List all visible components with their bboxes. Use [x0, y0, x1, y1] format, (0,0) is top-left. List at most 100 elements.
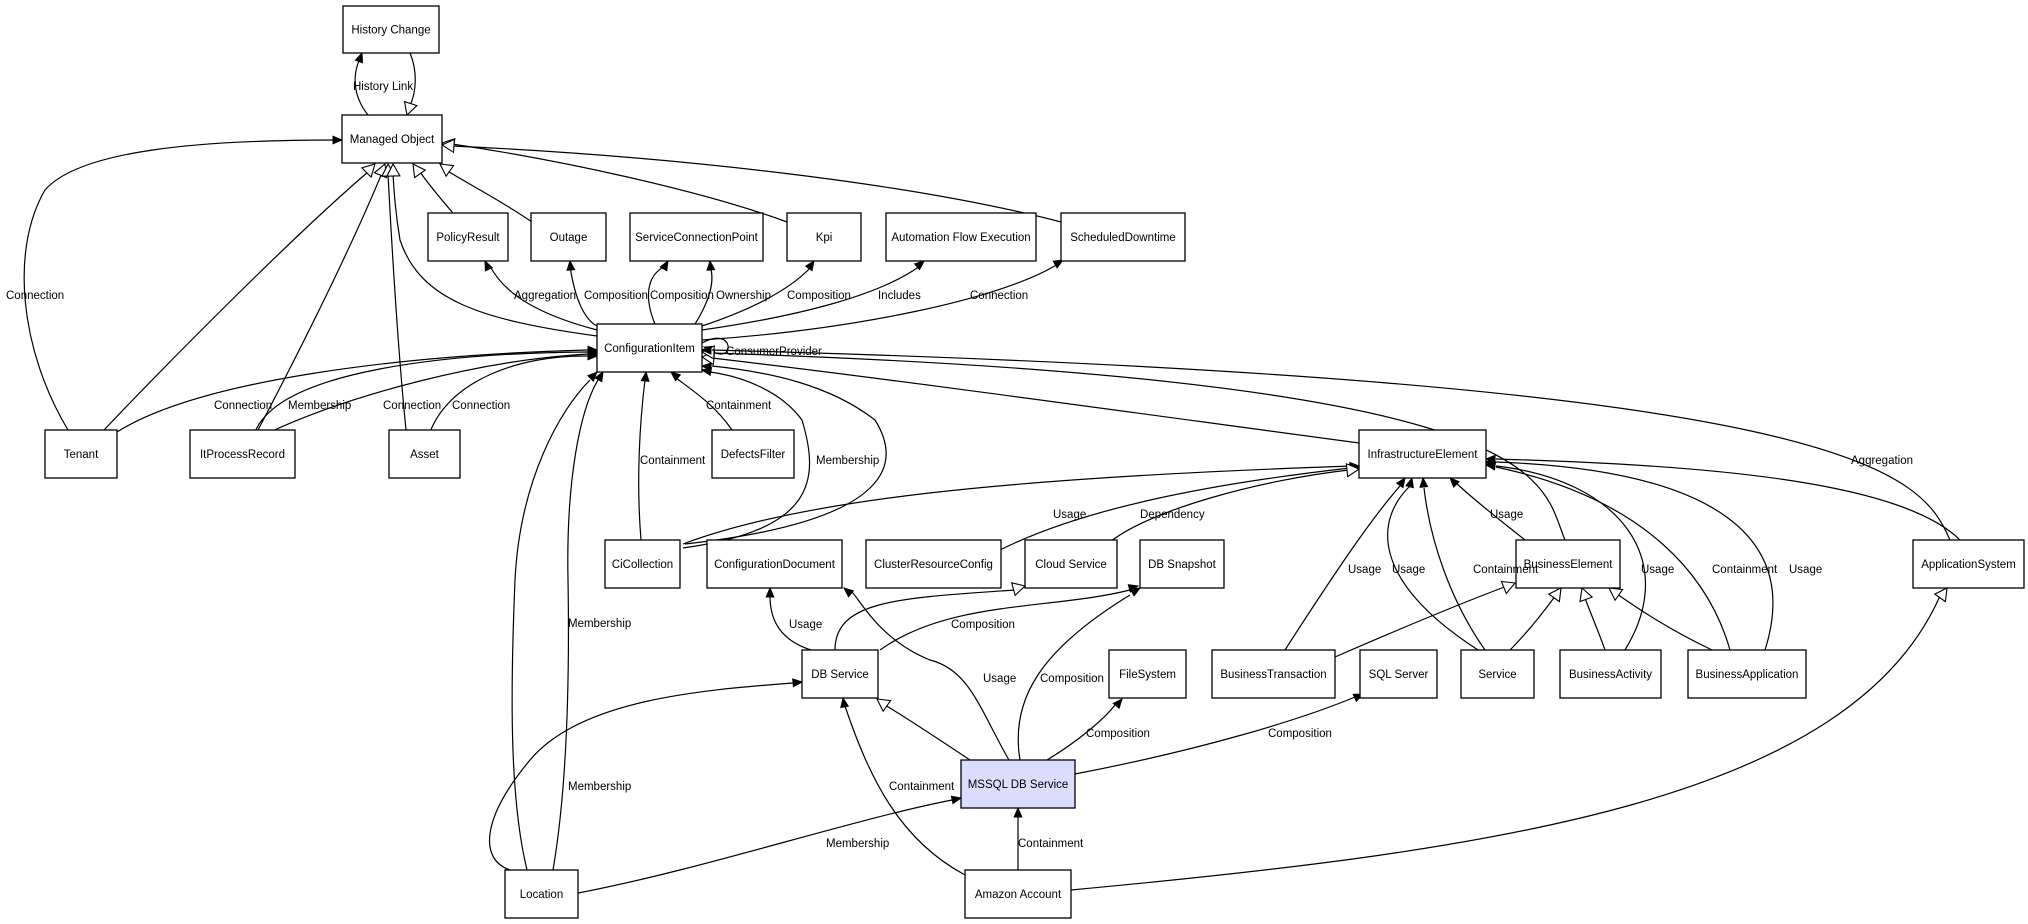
node-history-change[interactable]: History Change	[342, 5, 440, 54]
node-box[interactable]	[1139, 539, 1225, 589]
node-box[interactable]	[885, 212, 1037, 262]
node-box[interactable]	[530, 212, 607, 262]
node-box[interactable]	[189, 429, 296, 479]
node-box[interactable]	[1559, 649, 1662, 699]
edge-amazon-account-to-application-system	[1070, 587, 1948, 891]
node-box[interactable]	[504, 869, 579, 919]
node-box[interactable]	[427, 212, 509, 262]
node-box[interactable]	[706, 539, 843, 589]
association-arrowhead	[1129, 587, 1142, 597]
node-box[interactable]	[1024, 539, 1118, 589]
edge-label: Composition	[650, 290, 714, 302]
edge-label: Membership	[816, 455, 879, 467]
node-file-system[interactable]: FileSystem	[1108, 649, 1187, 699]
node-box[interactable]	[1687, 649, 1807, 699]
node-box[interactable]	[1108, 649, 1187, 699]
node-managed-object[interactable]: Managed Object	[341, 114, 443, 164]
node-box[interactable]	[1060, 212, 1186, 262]
node-business-activity[interactable]: BusinessActivity	[1559, 649, 1662, 699]
edge-line	[257, 172, 383, 431]
node-box[interactable]	[786, 212, 862, 262]
node-box[interactable]	[711, 429, 795, 479]
node-box[interactable]	[801, 649, 879, 699]
node-business-element[interactable]: BusinessElement	[1515, 539, 1621, 589]
edge-tenant-to-configuration-item	[116, 345, 599, 433]
node-box[interactable]	[1358, 429, 1487, 479]
edge-configuration-item-to-outage	[566, 259, 598, 327]
edge-line	[103, 171, 369, 431]
node-box[interactable]	[604, 539, 681, 589]
node-box[interactable]	[960, 759, 1076, 809]
association-arrowhead	[659, 259, 669, 272]
association-arrowhead	[843, 587, 855, 598]
node-label: BusinessApplication	[1696, 669, 1799, 681]
node-mssql-db-service[interactable]: MSSQL DB Service	[960, 759, 1076, 809]
edge-label: Connection	[452, 400, 510, 412]
node-db-snapshot[interactable]: DB Snapshot	[1139, 539, 1225, 589]
node-configuration-item[interactable]: ConfigurationItem	[596, 323, 703, 373]
node-box[interactable]	[1359, 649, 1438, 699]
node-outage[interactable]: Outage	[530, 212, 607, 262]
edge-label: Connection	[970, 290, 1028, 302]
edge-tenant-to-managed-object	[103, 163, 376, 431]
association-arrowhead	[332, 135, 344, 145]
node-box[interactable]	[596, 323, 703, 373]
node-box[interactable]	[1211, 649, 1336, 699]
edge-line	[1284, 485, 1401, 651]
node-cluster-resource-config[interactable]: ClusterResourceConfig	[865, 539, 1002, 589]
association-arrowhead	[354, 51, 364, 64]
edge-service-to-business-element	[1509, 587, 1562, 651]
node-box[interactable]	[1515, 539, 1621, 589]
edge-amazon-account-to-db-service	[840, 696, 966, 876]
node-scheduled-downtime[interactable]: ScheduledDowntime	[1060, 212, 1186, 262]
edge-line	[682, 371, 811, 549]
node-location[interactable]: Location	[504, 869, 579, 919]
inheritance-arrowhead	[439, 163, 455, 178]
node-asset[interactable]: Asset	[388, 429, 461, 479]
edge-line	[701, 265, 921, 331]
node-application-system[interactable]: ApplicationSystem	[1912, 539, 2025, 589]
edge-label: Connection	[383, 400, 441, 412]
node-service[interactable]: Service	[1460, 649, 1535, 699]
node-policy-result[interactable]: PolicyResult	[427, 212, 509, 262]
node-tenant[interactable]: Tenant	[44, 429, 118, 479]
edge-line	[269, 353, 589, 433]
node-box[interactable]	[342, 5, 440, 54]
edge-label: Usage	[789, 619, 822, 631]
node-business-transaction[interactable]: BusinessTransaction	[1211, 649, 1336, 699]
node-box[interactable]	[865, 539, 1002, 589]
edge-line	[1046, 704, 1116, 761]
association-arrowhead	[700, 345, 712, 355]
node-configuration-document[interactable]: ConfigurationDocument	[706, 539, 843, 589]
association-arrowhead	[792, 678, 804, 688]
node-it-process-record[interactable]: ItProcessRecord	[189, 429, 296, 479]
node-automation-flow-execution[interactable]: Automation Flow Execution	[885, 212, 1037, 262]
node-amazon-account[interactable]: Amazon Account	[964, 869, 1072, 919]
node-defects-filter[interactable]: DefectsFilter	[711, 429, 795, 479]
node-box[interactable]	[341, 114, 443, 164]
node-db-service[interactable]: DB Service	[801, 649, 879, 699]
edge-line	[675, 377, 733, 431]
node-box[interactable]	[1912, 539, 2025, 589]
node-box[interactable]	[629, 212, 764, 262]
node-box[interactable]	[388, 429, 461, 479]
edge-business-transaction-to-business-element	[1334, 580, 1517, 658]
node-ci-collection[interactable]: CiCollection	[604, 539, 681, 589]
edge-db-service-to-db-snapshot	[879, 584, 1140, 651]
node-box[interactable]	[44, 429, 118, 479]
edge-business-activity-to-business-element	[1579, 586, 1606, 651]
node-business-application[interactable]: BusinessApplication	[1687, 649, 1807, 699]
node-infrastructure-element[interactable]: InfrastructureElement	[1358, 429, 1487, 479]
edge-label: Containment	[889, 781, 955, 793]
node-sql-server[interactable]: SQL Server	[1359, 649, 1438, 699]
node-box[interactable]	[1460, 649, 1535, 699]
association-arrowhead	[1112, 698, 1123, 710]
node-box[interactable]	[964, 869, 1072, 919]
node-service-connection-point[interactable]: ServiceConnectionPoint	[629, 212, 764, 262]
node-kpi[interactable]: Kpi	[786, 212, 862, 262]
edge-label: Ownership	[716, 290, 771, 302]
node-label: CiCollection	[612, 559, 673, 571]
node-cloud-service[interactable]: Cloud Service	[1024, 539, 1118, 589]
